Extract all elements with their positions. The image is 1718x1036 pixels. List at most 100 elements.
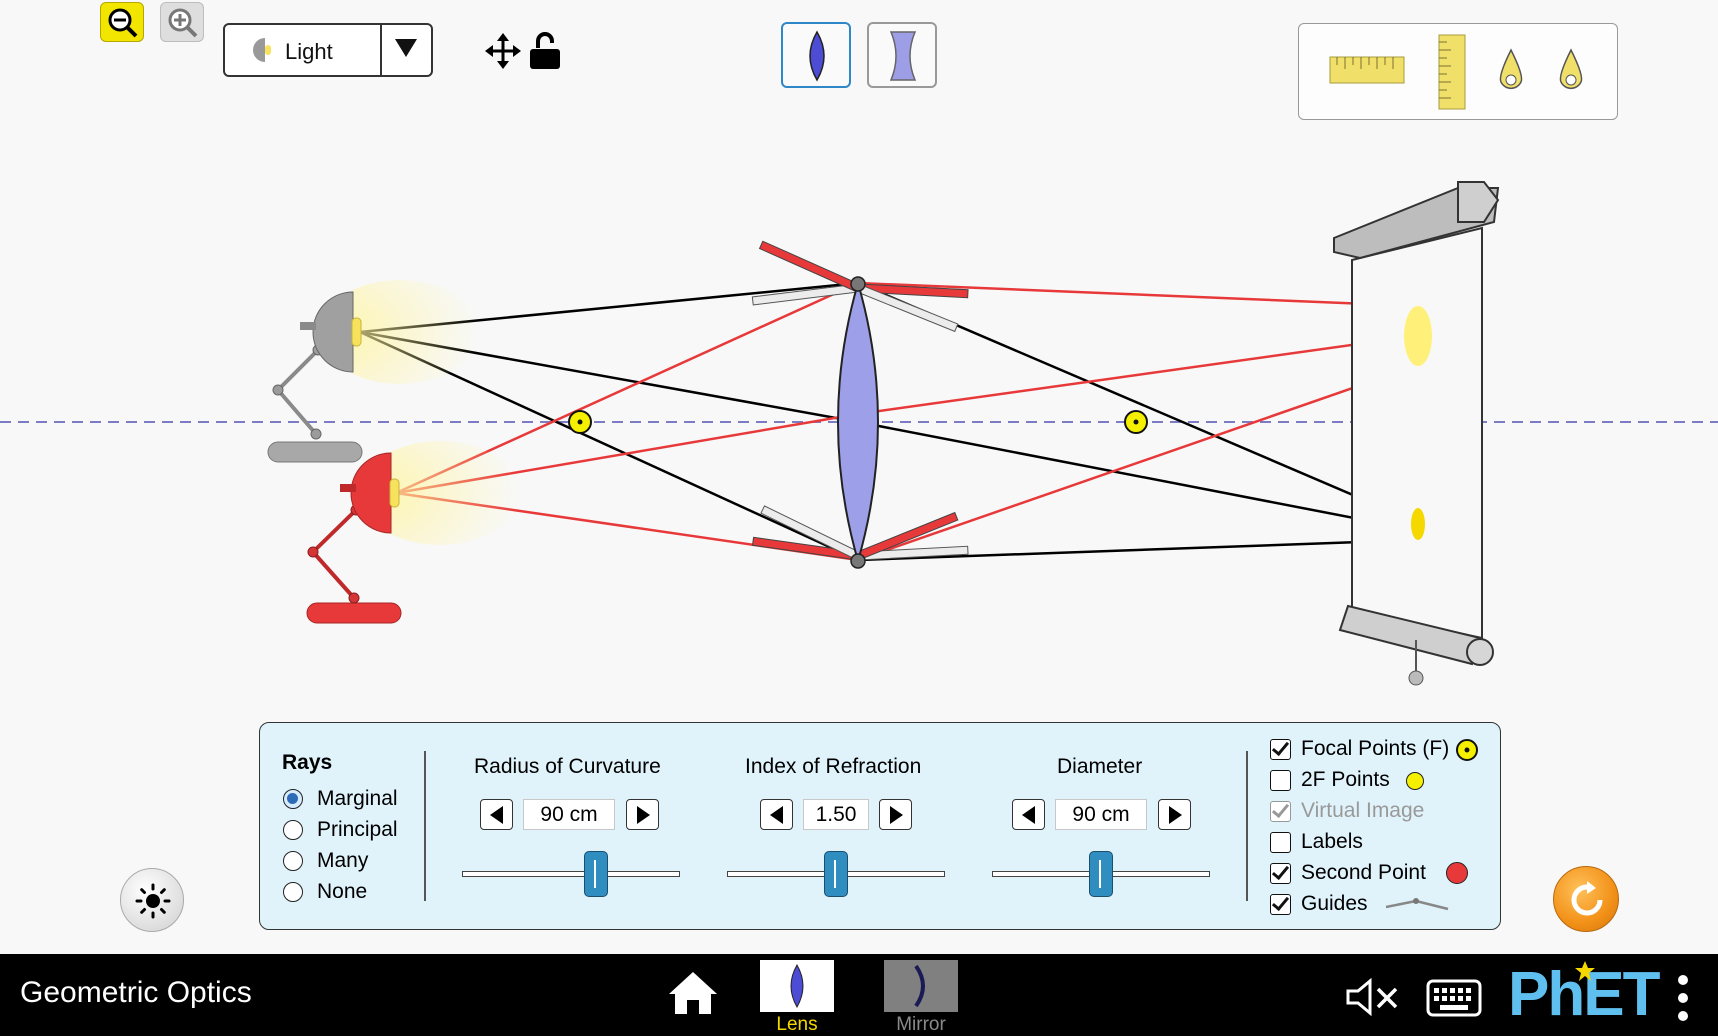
second-point-checkbox[interactable]: Second Point	[1270, 861, 1470, 889]
virtual-image-checkbox: Virtual Image	[1270, 799, 1470, 827]
radius-decrement-button[interactable]	[480, 799, 513, 830]
labels-checkbox[interactable]: Labels	[1270, 830, 1470, 858]
unlock-icon[interactable]	[528, 32, 562, 70]
more-options-icon[interactable]	[1676, 974, 1690, 1022]
guide-pivot[interactable]	[850, 553, 866, 569]
mirror-tab-label: Mirror	[896, 1014, 946, 1035]
convex-lens-icon	[809, 30, 825, 82]
mirror-screen-thumbnail	[884, 960, 958, 1012]
focal-point-left[interactable]	[568, 410, 592, 434]
convex-lens-button[interactable]	[781, 22, 851, 88]
control-panel: Rays Marginal Principal Many None Radius…	[259, 722, 1501, 930]
projected-spot	[1411, 508, 1425, 540]
arrow-left-icon	[1022, 806, 1035, 824]
sim-title: Geometric Optics	[20, 976, 252, 1009]
vertical-ruler-icon[interactable]	[1438, 34, 1466, 110]
virtual-image-check	[1270, 801, 1291, 822]
lens[interactable]	[837, 279, 879, 565]
diameter-decrement-button[interactable]	[1012, 799, 1045, 830]
focal-points-label: Focal Points (F)	[1301, 737, 1450, 760]
2f-point-icon	[1406, 772, 1424, 790]
arrow-left-icon	[770, 806, 783, 824]
projector-mode-button[interactable]	[120, 868, 184, 932]
second-point-check[interactable]	[1270, 863, 1291, 884]
reset-all-button[interactable]	[1553, 866, 1619, 932]
focal-points-checkbox[interactable]: Focal Points (F)	[1270, 737, 1490, 765]
phet-logo[interactable]: PhET	[1508, 961, 1668, 1028]
radius-increment-button[interactable]	[626, 799, 659, 830]
panel-divider	[424, 751, 426, 901]
2f-points-checkbox[interactable]: 2F Points	[1270, 768, 1470, 796]
labels-check[interactable]	[1270, 832, 1291, 853]
sun-icon	[135, 883, 171, 919]
radius-value: 90 cm	[523, 799, 615, 830]
move-icon[interactable]	[485, 33, 521, 69]
phet-star-icon	[1575, 961, 1595, 981]
guides-check[interactable]	[1270, 894, 1291, 915]
combo-divider	[380, 25, 382, 75]
panel-divider	[1246, 751, 1248, 901]
rays-option-label: Marginal	[317, 787, 398, 810]
rays-option-label: None	[317, 880, 368, 903]
mirror-icon	[914, 964, 925, 1008]
zoom-out-icon	[108, 8, 138, 38]
projected-spot	[1404, 306, 1432, 366]
index-label: Index of Refraction	[745, 755, 922, 778]
focal-point-right[interactable]	[1124, 410, 1148, 434]
sound-muted-icon[interactable]	[1346, 978, 1402, 1016]
radius-label: Radius of Curvature	[474, 755, 661, 778]
optics-scene	[0, 181, 1718, 686]
guide-pivot[interactable]	[850, 276, 866, 292]
rays-option-none[interactable]: None	[283, 878, 433, 908]
keyboard-icon[interactable]	[1426, 978, 1482, 1018]
radio-principal[interactable]	[283, 820, 303, 840]
screen-tab-mirror[interactable]: Mirror	[882, 956, 960, 1035]
projection-screen[interactable]	[1333, 181, 1500, 686]
gray-lamp[interactable]	[267, 280, 480, 463]
light-sensor-icon[interactable]	[1496, 48, 1526, 94]
radio-many[interactable]	[283, 851, 303, 871]
toolbox	[1298, 23, 1618, 120]
red-lamp[interactable]	[306, 441, 520, 624]
lens-tab-label: Lens	[776, 1014, 818, 1035]
source-selector[interactable]: Light	[223, 23, 433, 77]
source-selector-value: Light	[285, 39, 333, 64]
zoom-out-button[interactable]	[100, 2, 144, 42]
rays-option-principal[interactable]: Principal	[283, 816, 433, 846]
home-icon[interactable]	[667, 970, 719, 1016]
horizontal-ruler-icon[interactable]	[1329, 56, 1405, 84]
radio-none[interactable]	[283, 882, 303, 902]
index-slider-thumb[interactable]	[824, 851, 848, 897]
zoom-in-button[interactable]	[160, 2, 204, 42]
2f-points-check[interactable]	[1270, 770, 1291, 791]
diameter-label: Diameter	[1057, 755, 1143, 778]
radius-slider-thumb[interactable]	[584, 851, 608, 897]
rays-option-many[interactable]: Many	[283, 847, 433, 877]
convex-lens-icon	[790, 964, 804, 1008]
index-decrement-button[interactable]	[760, 799, 793, 830]
focal-points-check[interactable]	[1270, 739, 1291, 760]
guides-icon	[1385, 898, 1449, 911]
guides-checkbox[interactable]: Guides	[1270, 892, 1470, 920]
diameter-value: 90 cm	[1055, 799, 1147, 830]
screen-tab-lens[interactable]: Lens	[758, 956, 836, 1035]
zoom-in-icon	[168, 8, 198, 38]
lens-screen-thumbnail	[760, 960, 834, 1012]
concave-lens-button[interactable]	[867, 22, 937, 88]
radio-marginal[interactable]	[283, 789, 303, 809]
light-sensor-icon[interactable]	[1556, 48, 1586, 94]
chevron-down-icon[interactable]	[395, 39, 417, 57]
index-increment-button[interactable]	[879, 799, 912, 830]
lamp-icon	[253, 38, 271, 62]
rays-option-label: Principal	[317, 818, 398, 841]
focal-point-icon	[1456, 739, 1478, 761]
arrow-right-icon	[637, 806, 650, 824]
reset-icon	[1571, 881, 1603, 916]
labels-label: Labels	[1301, 830, 1363, 853]
rays-option-marginal[interactable]: Marginal	[283, 785, 433, 815]
second-point-icon	[1446, 862, 1468, 884]
virtual-image-label: Virtual Image	[1301, 799, 1425, 822]
diameter-increment-button[interactable]	[1158, 799, 1191, 830]
radius-slider-track[interactable]	[462, 871, 680, 877]
diameter-slider-thumb[interactable]	[1089, 851, 1113, 897]
